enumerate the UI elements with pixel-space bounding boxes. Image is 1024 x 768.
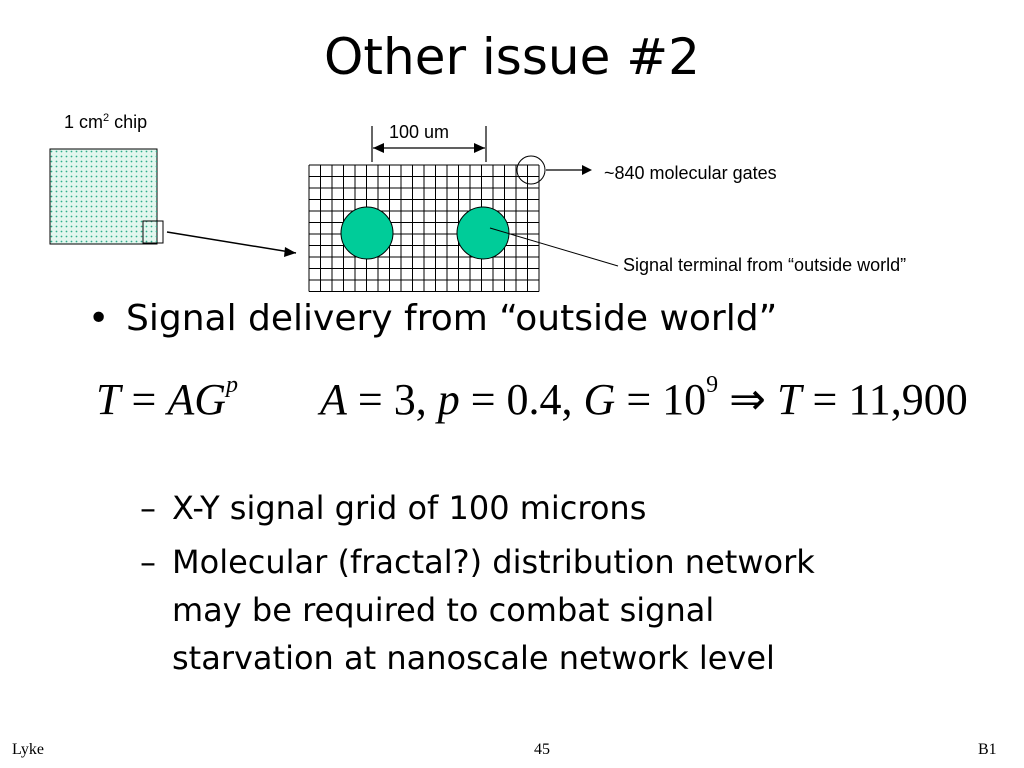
main-bullet: • Signal delivery from “outside world” (88, 298, 777, 339)
sub-bullet-text: may be required to combat signal (172, 591, 715, 629)
terminal-leader-line (489, 227, 619, 267)
footer-author: Lyke (12, 741, 44, 758)
bullet-dot: • (88, 298, 110, 339)
footer-section: B1 (978, 741, 997, 758)
sub-bullet-dash: – (140, 543, 156, 581)
signal-terminal-left (340, 206, 394, 260)
zoom-arrow (166, 231, 297, 254)
sub-bullet-text: starvation at nanoscale network level (172, 639, 775, 677)
gates-label: ~840 molecular gates (604, 163, 777, 183)
dimension-arrow-right (474, 143, 485, 153)
terminal-label: Signal terminal from “outside world” (623, 255, 907, 275)
gate-highlight-circle (516, 155, 546, 185)
chip-square (49, 148, 158, 245)
equation-evaluation: A = 3, p = 0.4, G = 109 ⇒ T = 11,900 (320, 372, 968, 424)
zoom-arrow-head (284, 247, 296, 257)
sub-bullet-text: X-Y signal grid of 100 microns (172, 489, 647, 527)
footer-page-number: 45 (534, 741, 550, 758)
signal-terminal-right (456, 206, 510, 260)
chip-zoom-box (142, 220, 164, 244)
sub-bullet-dash: – (140, 489, 156, 527)
chip-diagram (49, 126, 619, 292)
slide-title: Other issue #2 (324, 28, 700, 86)
dimension-label: 100 um (389, 122, 450, 142)
equation-definition: T = AGp (96, 372, 238, 424)
sub-bullet-text: Molecular (fractal?) distribution networ… (172, 543, 815, 581)
dimension-arrow-left (373, 143, 384, 153)
gates-arrow-head (582, 165, 592, 175)
main-bullet-text: Signal delivery from “outside world” (126, 298, 778, 339)
chip-label: 1 cm2 chip (64, 112, 148, 132)
